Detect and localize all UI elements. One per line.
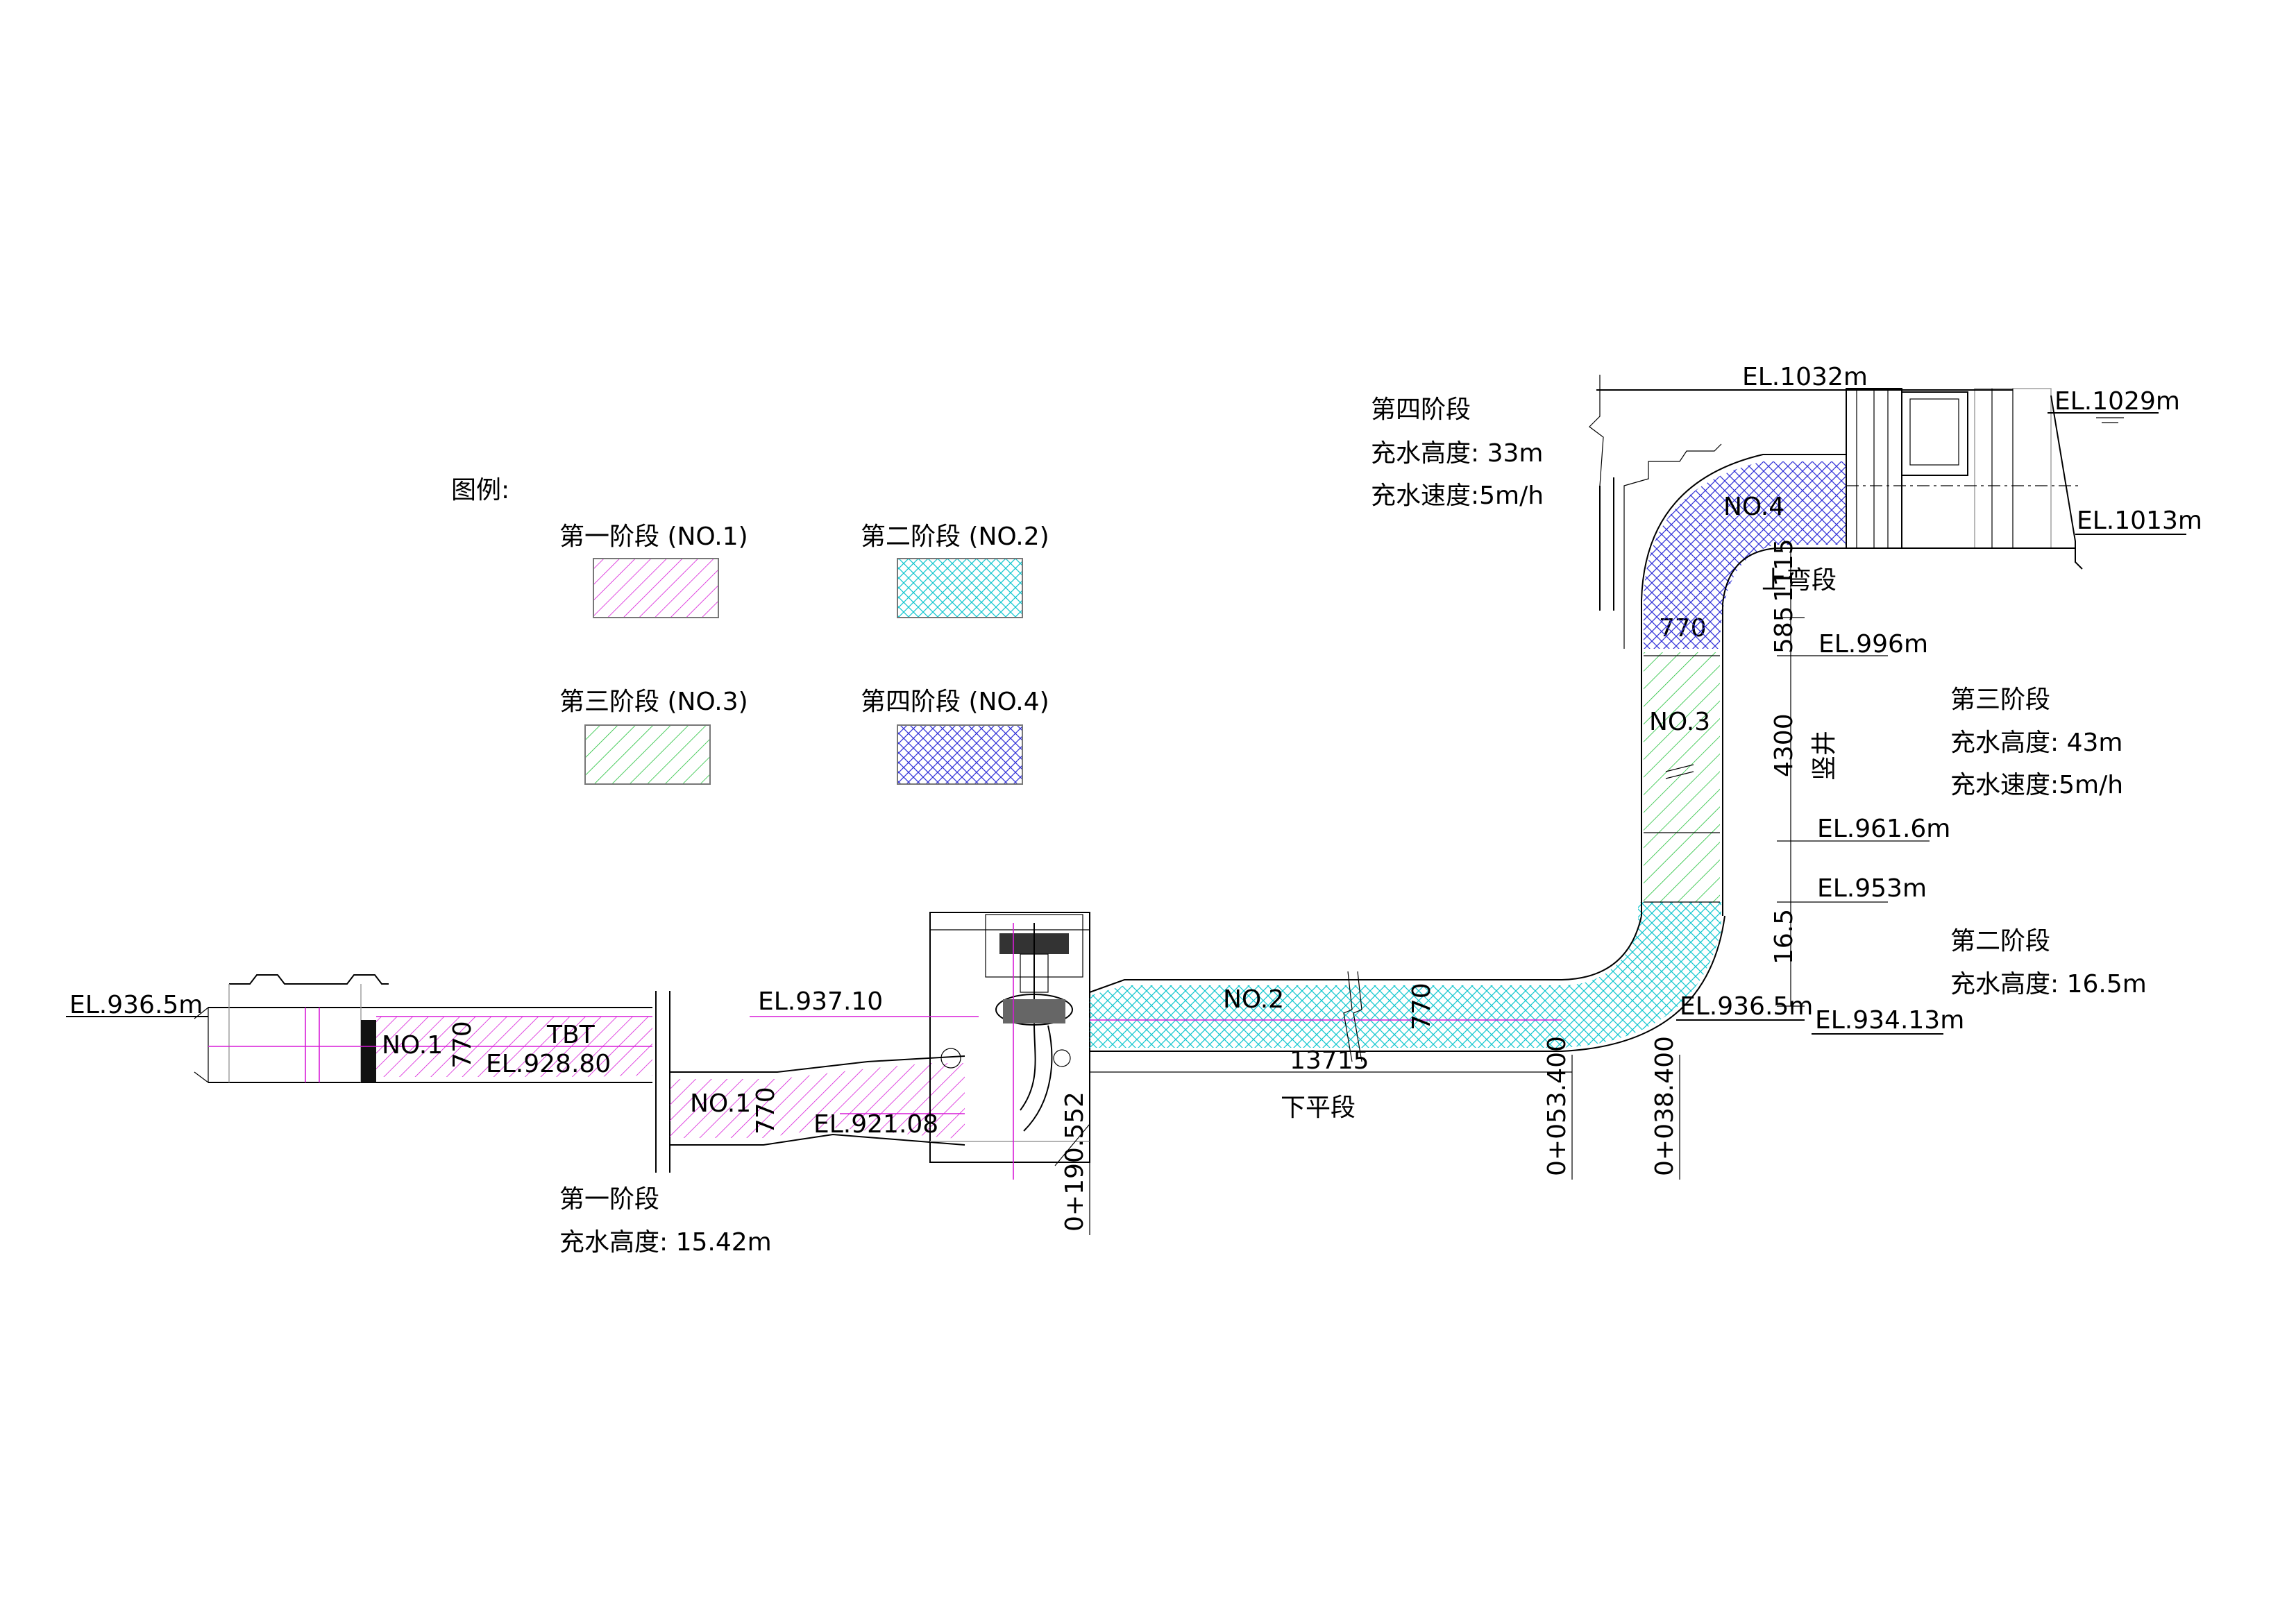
legend-label-stage2: 第二阶段 (NO.2)	[861, 522, 1049, 551]
el-934-13: EL.934.13m	[1815, 1006, 1964, 1035]
el-1032: EL.1032m	[1742, 363, 1868, 391]
legend-label-stage3: 第三阶段 (NO.3)	[559, 688, 748, 716]
intake-structure	[1846, 388, 2083, 570]
legend-swatch-stage4	[897, 724, 1023, 785]
no2-label: NO.2	[1223, 985, 1284, 1014]
left-tunnel-top-outline	[229, 974, 389, 985]
legend-label-stage4: 第四阶段 (NO.4)	[861, 688, 1049, 716]
draft-tube-section: NO.1 770 EL.921.08	[670, 1055, 965, 1146]
no4-label: NO.4	[1723, 493, 1784, 521]
stage4-note: 第四阶段 充水高度: 33m 充水速度:5m/h	[1371, 396, 1544, 510]
stage3-fill	[1644, 652, 1720, 902]
stage3-speed: 充水速度:5m/h	[1950, 771, 2123, 799]
dim-770-a: 770	[448, 1021, 477, 1069]
stage4-speed: 充水速度:5m/h	[1371, 482, 1544, 510]
stage1-height: 充水高度: 15.42m	[559, 1228, 772, 1257]
stage3-title: 第三阶段	[1950, 686, 2050, 714]
stage4-fill	[1644, 461, 1846, 649]
legend-title: 图例:	[451, 476, 509, 504]
no1-label-left: NO.1	[382, 1031, 443, 1060]
station-053-400: 0+053.400	[1543, 1036, 1571, 1176]
el-996: EL.996m	[1818, 630, 1928, 658]
upper-bend-section: NO.4 EL.1032m EL.1029m EL.101	[1589, 363, 2202, 649]
stage3-note: 第三阶段 充水高度: 43m 充水速度:5m/h	[1950, 686, 2123, 799]
dim-770-c: 770	[1408, 983, 1436, 1030]
stage1-title: 第一阶段	[559, 1185, 659, 1214]
legend-swatch-stage1	[593, 558, 719, 618]
station-038-400: 0+038.400	[1651, 1036, 1679, 1176]
upper-bend-label: 上弯段	[1762, 566, 1837, 595]
dim-13715: 13715	[1290, 1046, 1369, 1075]
el-1013: EL.1013m	[2077, 507, 2202, 535]
legend-swatch-stage2	[897, 558, 1023, 618]
dim-4300: 4300	[1770, 713, 1798, 777]
dim-1115: 1115	[1770, 538, 1798, 602]
legend: 图例: 第一阶段 (NO.1) 第二阶段 (NO.2) 第三阶段 (NO.3) …	[451, 476, 1049, 785]
el-921-08: EL.921.08	[813, 1110, 938, 1139]
stage4-title: 第四阶段	[1371, 396, 1471, 424]
stage4-height: 充水高度: 33m	[1371, 439, 1543, 468]
tbt-label: TBT	[546, 1021, 596, 1049]
no1-label-draft: NO.1	[690, 1089, 751, 1118]
left-tunnel-section: EL.936.5m NO.1 TBT EL.928.80 770	[66, 974, 670, 1173]
right-dimension-chain: 1115 585 4300 16.5 上弯段 竖井 EL.996m EL.961…	[1762, 538, 1964, 1035]
legend-swatch-stage3	[584, 724, 711, 785]
station-190-552: 0+190.552	[1061, 1091, 1089, 1232]
el-937-10: EL.937.10	[758, 987, 883, 1016]
stage1-note: 第一阶段 充水高度: 15.42m	[559, 1185, 772, 1257]
shaft-label: 竖井	[1810, 731, 1839, 781]
lower-flat-section: NO.2 770 13715 下平段 0+053.400 0+038.400 E…	[1089, 902, 1813, 1180]
stage3-height: 充水高度: 43m	[1950, 729, 2122, 757]
el-1029: EL.1029m	[2054, 387, 2180, 416]
legend-label-stage1: 第一阶段 (NO.1)	[559, 522, 748, 551]
stage2-height: 充水高度: 16.5m	[1950, 970, 2147, 999]
stage2-note: 第二阶段 充水高度: 16.5m	[1950, 927, 2147, 999]
lower-flat-label: 下平段	[1281, 1094, 1356, 1122]
stage1-fill-draft	[670, 1063, 965, 1139]
dim-16-5: 16.5	[1770, 909, 1798, 965]
el-953: EL.953m	[1817, 874, 1927, 903]
el-936-5-left: EL.936.5m	[69, 991, 203, 1019]
vertical-shaft-section: NO.3 770	[1641, 614, 1723, 916]
powerhouse: EL.937.10 0+190.552	[750, 912, 1090, 1235]
no3-label: NO.3	[1649, 708, 1710, 736]
stage2-title: 第二阶段	[1950, 927, 2050, 955]
dim-585: 585	[1770, 606, 1798, 654]
gate-slot	[361, 1020, 376, 1082]
el-961-6: EL.961.6m	[1817, 815, 1950, 843]
stage-notes: 第四阶段 充水高度: 33m 充水速度:5m/h 第三阶段 充水高度: 43m …	[559, 396, 2147, 1257]
turbine-runner	[1003, 999, 1065, 1023]
el-928-80: EL.928.80	[486, 1050, 611, 1078]
stage2-fill	[1090, 902, 1721, 1048]
dim-770-b: 770	[752, 1087, 780, 1135]
